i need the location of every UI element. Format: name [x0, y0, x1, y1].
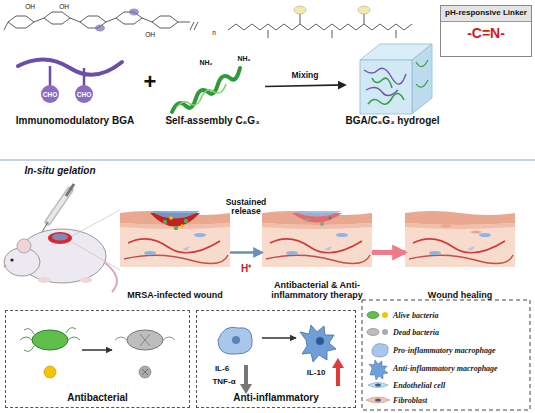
text-label: IL-10 — [307, 368, 326, 377]
polymer-structure: Immunomodulatory BGA — [5, 45, 145, 130]
text-label: OH — [145, 31, 155, 38]
text-label: CHO — [77, 91, 91, 98]
node-label: Immunomodulatory BGA — [16, 115, 134, 130]
edge-label: Sustained release — [220, 197, 272, 216]
legend-text: Fibroblast — [393, 396, 427, 405]
legend-text: Pro-inflammatory macrophage — [393, 346, 495, 355]
node-text: -C=N- — [467, 22, 505, 46]
connector — [265, 85, 345, 87]
node-label: MRSA-infected wound — [127, 290, 223, 300]
node-label: Antibacterial & Anti-inflammatory therap… — [262, 280, 372, 300]
text-label: H⁺ — [241, 261, 251, 275]
text-label: NH₂ — [237, 55, 250, 62]
text-label: In-situ gelation — [24, 165, 95, 176]
text-label: CHO — [43, 91, 57, 98]
node-label: Self-assembly C₆G₃ — [165, 115, 259, 130]
connector — [372, 250, 405, 255]
effect-panel: Antibacterial — [5, 310, 190, 408]
node-label: Wound healing — [428, 290, 492, 300]
text-label: n — [212, 29, 216, 36]
legend-text: Alive bacteria — [393, 311, 439, 320]
node-label: Anti-inflammatory — [233, 392, 319, 407]
effect-panel: Anti-inflammatory — [196, 310, 356, 408]
text-label: NH₂ — [199, 59, 212, 66]
text-label: OH — [25, 3, 35, 10]
node-label: pH-responsive Linker — [441, 6, 531, 22]
wound-stage: MRSA-infected wound — [120, 205, 230, 300]
node-label: Antibacterial — [67, 392, 128, 407]
text-label: TNF-α — [212, 377, 235, 386]
legend-text: Endothelial cell — [393, 381, 445, 390]
wound-stage: Antibacterial & Anti-inflammatory therap… — [262, 205, 372, 300]
text-label: + — [144, 69, 157, 95]
text-label: OH — [59, 3, 69, 10]
wound-stage: Wound healing — [405, 205, 515, 300]
linker-box: pH-responsive Linker-C=N- — [440, 5, 532, 57]
legend-text: Anti-inflammatory macrophage — [393, 364, 498, 373]
legend-text: Dead bacteria — [393, 328, 439, 337]
node-label: BGA/C₆G₃ hydrogel — [345, 115, 439, 130]
connector — [230, 251, 262, 254]
edge-label: Mixing — [292, 71, 319, 80]
hydrogel-cube: BGA/C₆G₃ hydrogel — [345, 38, 440, 130]
text-label: IL-6 — [215, 364, 229, 373]
